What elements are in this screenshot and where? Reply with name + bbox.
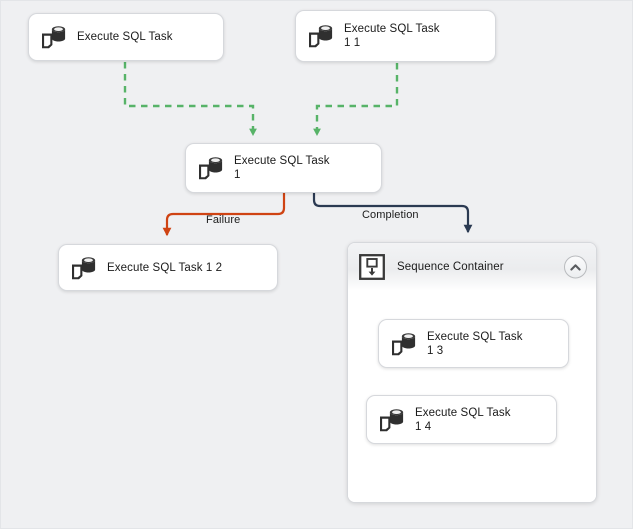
- sequence-container-header[interactable]: Sequence Container: [348, 243, 596, 291]
- execute-sql-task-icon: [195, 154, 225, 182]
- task-node-execute-sql-task-1-3[interactable]: Execute SQL Task 1 3: [378, 319, 569, 368]
- execute-sql-task-icon: [38, 23, 68, 51]
- execute-sql-task-icon: [388, 330, 418, 358]
- sequence-container-body: Execute SQL Task 1 3 Execute SQL Task 1 …: [348, 291, 596, 502]
- sequence-container-icon: [359, 254, 385, 280]
- edge-label-completion: Completion: [362, 209, 419, 221]
- edge-label-failure: Failure: [206, 214, 241, 226]
- task-node-execute-sql-task-1-2[interactable]: Execute SQL Task 1 2: [58, 244, 278, 291]
- sequence-container[interactable]: Sequence Container Execut: [347, 242, 597, 503]
- task-node-label: Execute SQL Task 1: [234, 155, 330, 181]
- task-node-label: Execute SQL Task 1 4: [415, 406, 511, 433]
- connector-success-a[interactable]: [123, 62, 257, 137]
- task-node-label: Execute SQL Task 1 3: [427, 330, 523, 357]
- execute-sql-task-icon: [376, 406, 406, 434]
- chevron-up-icon[interactable]: [564, 255, 587, 279]
- execute-sql-task-icon: [305, 22, 335, 50]
- task-node-label: Execute SQL Task: [77, 31, 173, 43]
- task-node-execute-sql-task-1-1[interactable]: Execute SQL Task 1 1: [295, 10, 496, 62]
- task-node-label: Execute SQL Task 1 2: [107, 261, 223, 274]
- task-node-execute-sql-task-1-4[interactable]: Execute SQL Task 1 4: [366, 395, 557, 444]
- execute-sql-task-icon: [68, 254, 98, 282]
- task-node-execute-sql-task-1[interactable]: Execute SQL Task 1: [185, 143, 382, 193]
- connector-success-b[interactable]: [313, 63, 399, 137]
- sequence-container-title: Sequence Container: [397, 261, 504, 273]
- task-node-execute-sql-task[interactable]: Execute SQL Task: [28, 13, 224, 61]
- task-node-label: Execute SQL Task 1 1: [344, 23, 440, 49]
